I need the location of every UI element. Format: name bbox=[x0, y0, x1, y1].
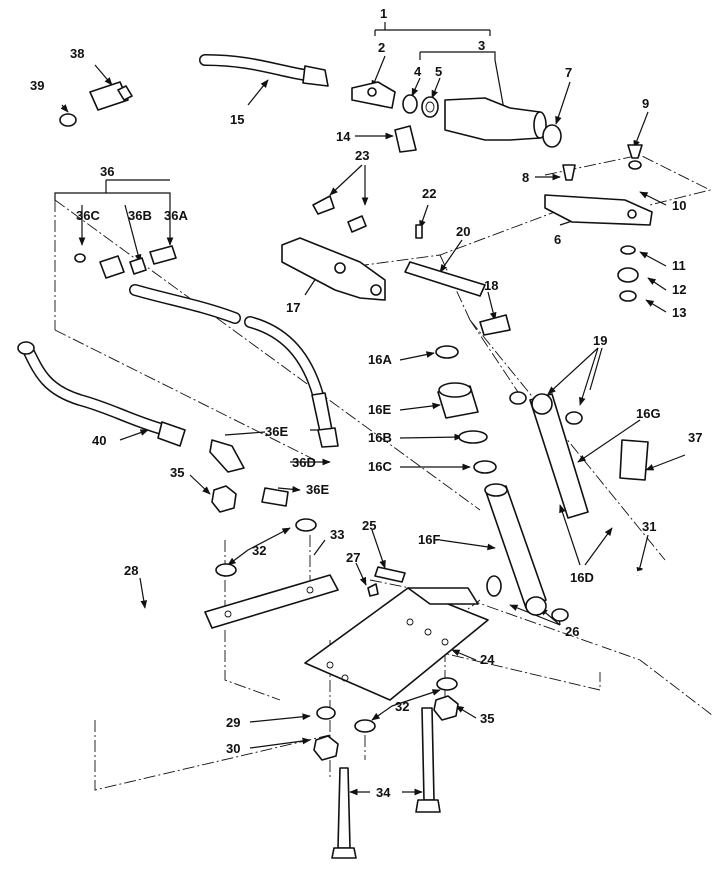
cylinder-16 bbox=[435, 345, 589, 622]
callout-23: 23 bbox=[355, 148, 369, 163]
callout-16d: 16D bbox=[570, 570, 594, 585]
callout-39: 39 bbox=[30, 78, 44, 93]
callout-16c: 16C bbox=[368, 459, 392, 474]
callout-31: 31 bbox=[642, 519, 656, 534]
fitting-36e bbox=[261, 487, 289, 507]
callout-2: 2 bbox=[378, 40, 385, 55]
callout-27: 27 bbox=[346, 550, 360, 565]
callout-4: 4 bbox=[414, 64, 422, 79]
callout-25: 25 bbox=[362, 518, 376, 533]
decal-37 bbox=[619, 439, 649, 481]
callout-16a: 16A bbox=[368, 352, 392, 367]
callout-36b: 36B bbox=[128, 208, 152, 223]
callout-32-lower: 32 bbox=[395, 699, 409, 714]
callout-36e-lower: 36E bbox=[306, 482, 329, 497]
bracket-17 bbox=[281, 237, 386, 301]
callout-14: 14 bbox=[336, 129, 351, 144]
seals-4-5 bbox=[402, 94, 439, 118]
hose-15 bbox=[199, 54, 329, 87]
callout-35-upper: 35 bbox=[170, 465, 184, 480]
callout-7: 7 bbox=[565, 65, 572, 80]
callout-16f: 16F bbox=[418, 532, 440, 547]
callout-12: 12 bbox=[672, 282, 686, 297]
callout-16b: 16B bbox=[368, 430, 392, 445]
coupler-3 bbox=[444, 97, 547, 141]
callout-24: 24 bbox=[480, 652, 495, 667]
callout-36c: 36C bbox=[76, 208, 100, 223]
callout-36e-upper: 36E bbox=[265, 424, 288, 439]
callout-32-upper: 32 bbox=[252, 543, 266, 558]
fitting-38 bbox=[59, 81, 133, 127]
callout-29: 29 bbox=[226, 715, 240, 730]
u-bolt-31 bbox=[598, 568, 688, 672]
callout-26: 26 bbox=[565, 624, 579, 639]
pin-25 bbox=[374, 566, 406, 583]
callout-22: 22 bbox=[422, 186, 436, 201]
callout-9: 9 bbox=[642, 96, 649, 111]
callout-1: 1 bbox=[380, 6, 387, 21]
nut-14 bbox=[394, 125, 417, 153]
callout-15: 15 bbox=[230, 112, 244, 127]
pin-22 bbox=[415, 224, 423, 239]
hose-36 bbox=[129, 284, 339, 448]
tube-40 bbox=[17, 341, 186, 447]
bracket-24 bbox=[304, 587, 489, 701]
callout-28: 28 bbox=[124, 563, 138, 578]
callout-17: 17 bbox=[286, 300, 300, 315]
callout-10: 10 bbox=[672, 198, 686, 213]
callout-16e: 16E bbox=[368, 402, 391, 417]
clip-27 bbox=[367, 583, 379, 597]
block-6 bbox=[544, 144, 653, 302]
callout-33: 33 bbox=[330, 527, 344, 542]
callout-36d: 36D bbox=[292, 455, 316, 470]
fittings-36a-36b-36c bbox=[74, 245, 177, 279]
fittings-23 bbox=[312, 195, 367, 233]
callout-6: 6 bbox=[554, 232, 561, 247]
callout-35-lower: 35 bbox=[480, 711, 494, 726]
callout-34: 34 bbox=[376, 785, 391, 800]
nuts-35-30 bbox=[211, 485, 459, 761]
rod-20 bbox=[404, 261, 486, 297]
washers-32 bbox=[215, 518, 458, 733]
callout-16g: 16G bbox=[636, 406, 661, 421]
callout-20: 20 bbox=[456, 224, 470, 239]
callout-3: 3 bbox=[478, 38, 485, 53]
callout-11: 11 bbox=[672, 258, 686, 273]
callout-36a: 36A bbox=[164, 208, 188, 223]
callout-18: 18 bbox=[484, 278, 498, 293]
u-bolt-28 bbox=[96, 608, 188, 715]
fitting-36d bbox=[209, 439, 245, 473]
pin-18 bbox=[479, 314, 511, 336]
callout-40: 40 bbox=[92, 433, 106, 448]
callout-13: 13 bbox=[672, 305, 686, 320]
callout-5: 5 bbox=[435, 64, 442, 79]
bolts-34 bbox=[331, 707, 441, 859]
seal-7 bbox=[542, 124, 562, 148]
plate-33 bbox=[204, 574, 339, 629]
callout-30: 30 bbox=[226, 741, 240, 756]
callout-38: 38 bbox=[70, 46, 84, 61]
callout-8: 8 bbox=[522, 170, 529, 185]
callout-36: 36 bbox=[100, 164, 114, 179]
callout-37: 37 bbox=[688, 430, 702, 445]
callout-labels: 1 2 3 4 5 6 7 8 9 10 11 12 13 14 15 16A … bbox=[30, 6, 702, 800]
fitting-2 bbox=[351, 81, 396, 109]
callout-19: 19 bbox=[593, 333, 607, 348]
